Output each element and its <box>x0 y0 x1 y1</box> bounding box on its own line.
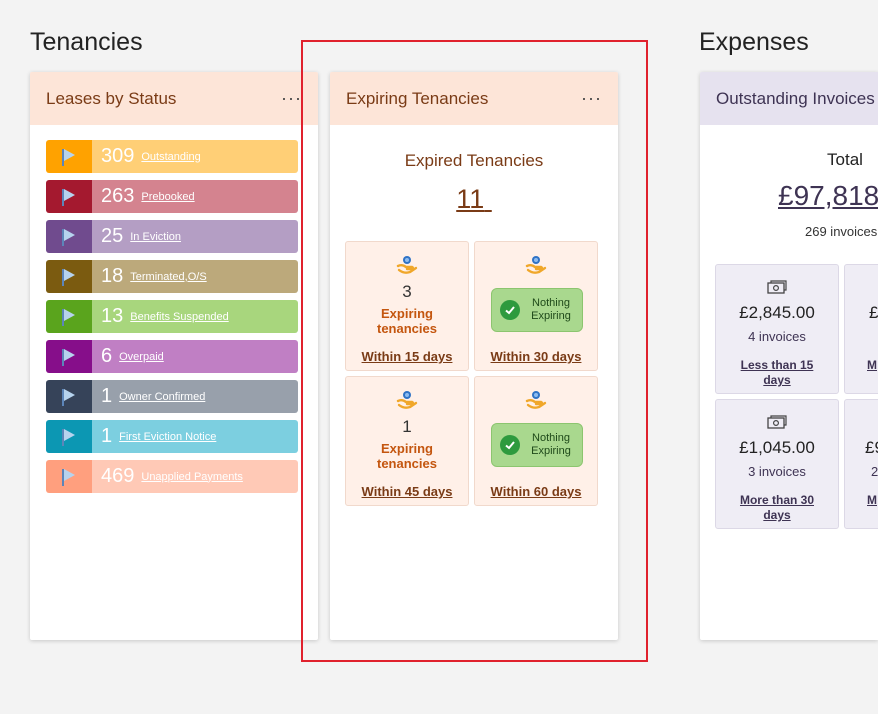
status-count: 13 <box>101 305 124 327</box>
status-link[interactable]: Overpaid <box>119 350 164 363</box>
expiring-count: 1 <box>402 417 412 436</box>
status-count: 6 <box>101 345 113 367</box>
within-45-days-link[interactable]: Within 45 days <box>361 484 453 499</box>
status-link[interactable]: First Eviction Notice <box>119 430 217 443</box>
status-row-in-eviction[interactable]: 25 In Eviction <box>46 220 298 253</box>
expiring-count: 3 <box>402 282 412 301</box>
status-link[interactable]: Terminated,O/S <box>130 270 207 283</box>
expiring-card-title: Expiring Tenancies <box>346 88 489 108</box>
hand-coin-icon <box>525 391 547 409</box>
flag-icon <box>61 228 77 246</box>
flag-icon <box>61 468 77 486</box>
status-row-benefits-suspended[interactable]: 13 Benefits Suspended <box>46 300 298 333</box>
expired-count: 11 <box>456 184 485 214</box>
status-link[interactable]: Prebooked <box>141 190 195 203</box>
status-count: 263 <box>101 185 135 207</box>
flag-icon <box>61 348 77 366</box>
invoices-total-count: 269 invoices <box>805 224 878 239</box>
invoice-amount: £ <box>869 303 878 322</box>
hand-coin-icon <box>525 256 547 274</box>
hand-coin-icon <box>396 256 418 274</box>
status-count: 25 <box>101 225 124 247</box>
status-row-unapplied-payments[interactable]: 469 Unapplied Payments <box>46 460 298 493</box>
invoices-total-link[interactable]: £97,818. <box>778 180 878 211</box>
flag-icon <box>61 148 77 166</box>
flag-icon <box>61 428 77 446</box>
leases-by-status-card: Leases by Status ··· 309 Outstanding 263 P… <box>30 72 318 640</box>
tenancies-section-title: Tenancies <box>30 28 143 56</box>
status-count: 1 <box>101 385 113 407</box>
invoice-amount: £9 <box>865 438 878 457</box>
status-count: 1 <box>101 425 113 447</box>
hand-coin-icon <box>396 391 418 409</box>
status-row-overpaid[interactable]: 6 Overpaid <box>46 340 298 373</box>
flag-icon <box>61 308 77 326</box>
invoice-count: 4 invoices <box>748 329 806 344</box>
money-icon <box>767 280 787 294</box>
status-link[interactable]: Unapplied Payments <box>141 470 243 483</box>
invoice-tile-partial-2[interactable]: £9 2 M <box>844 399 878 529</box>
status-link[interactable]: Outstanding <box>141 150 201 163</box>
invoice-range-link[interactable]: M <box>867 358 877 372</box>
money-icon <box>767 415 787 429</box>
invoice-amount: £1,045.00 <box>739 438 815 457</box>
status-row-prebooked[interactable]: 263 Prebooked <box>46 180 298 213</box>
invoices-total-label: Total <box>827 150 863 169</box>
status-link[interactable]: Owner Confirmed <box>119 390 206 403</box>
within-60-days-link[interactable]: Within 60 days <box>490 484 582 499</box>
flag-icon <box>61 188 77 206</box>
outstanding-invoices-card: Outstanding Invoices Total £97,818. 269 … <box>700 72 878 640</box>
status-count: 309 <box>101 145 135 167</box>
flag-icon <box>61 388 77 406</box>
invoice-amount: £2,845.00 <box>739 303 815 322</box>
invoice-count: 2 <box>871 464 878 479</box>
expired-tenancies-label: Expired Tenancies <box>404 151 544 170</box>
expenses-section-title: Expenses <box>699 28 809 56</box>
invoice-count: 3 invoices <box>748 464 806 479</box>
expiring-card-header: Expiring Tenancies ··· <box>330 72 618 125</box>
expiring-tenancies-card: Expiring Tenancies ··· Expired Tenancies… <box>330 72 618 640</box>
leases-more-options-button[interactable]: ··· <box>281 88 302 108</box>
invoices-card-title: Outstanding Invoices <box>716 88 875 108</box>
invoice-range-link[interactable]: M <box>867 493 877 507</box>
status-count: 469 <box>101 465 135 487</box>
status-count: 18 <box>101 265 124 287</box>
within-30-days-link[interactable]: Within 30 days <box>490 349 582 364</box>
lease-status-list: 309 Outstanding 263 Prebooked 25 In Evictio… <box>46 140 298 500</box>
expired-tenancies-count-link[interactable]: 11 <box>330 184 618 215</box>
status-row-outstanding[interactable]: 309 Outstanding <box>46 140 298 173</box>
status-link[interactable]: In Eviction <box>130 230 181 243</box>
leases-card-title: Leases by Status <box>46 88 177 108</box>
checkmark-circle-icon <box>500 435 520 455</box>
within-15-days-link[interactable]: Within 15 days <box>361 349 453 364</box>
invoice-tile-partial-1[interactable]: £ M <box>844 264 878 394</box>
expiring-more-options-button[interactable]: ··· <box>581 88 602 108</box>
status-link[interactable]: Benefits Suspended <box>130 310 229 323</box>
checkmark-circle-icon <box>500 300 520 320</box>
leases-card-header: Leases by Status ··· <box>30 72 318 125</box>
flag-icon <box>61 268 77 286</box>
invoices-card-header: Outstanding Invoices <box>700 72 878 125</box>
status-row-owner-confirmed[interactable]: 1 Owner Confirmed <box>46 380 298 413</box>
status-row-terminated-os[interactable]: 18 Terminated,O/S <box>46 260 298 293</box>
status-row-first-eviction-notice[interactable]: 1 First Eviction Notice <box>46 420 298 453</box>
